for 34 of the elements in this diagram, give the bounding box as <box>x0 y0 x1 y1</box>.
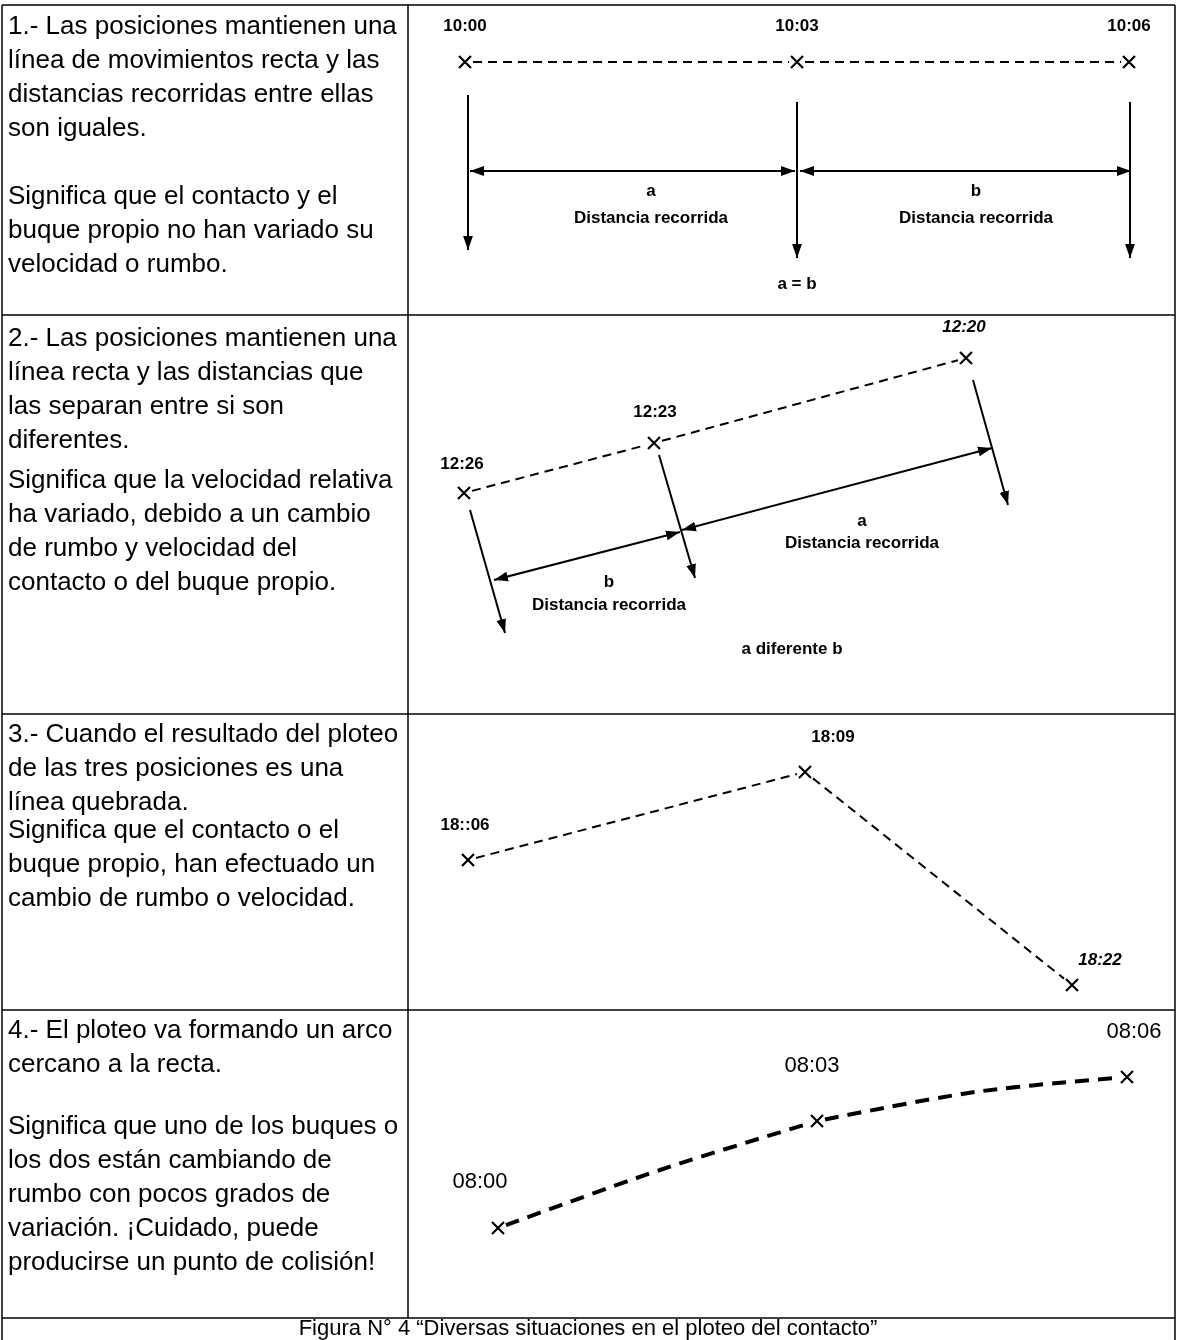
time-label: 08:06 <box>1106 1018 1162 1044</box>
dashed-track-line <box>475 773 798 859</box>
diagram-label: a <box>857 511 867 531</box>
diagram-label: Distancia recorrida <box>899 208 1053 228</box>
dashed-track-line <box>804 61 1122 63</box>
diagram-label: Distancia recorrida <box>532 595 686 615</box>
time-label: 12:23 <box>633 402 677 422</box>
time-label: 12:26 <box>440 454 484 474</box>
diagram-label: Distancia recorrida <box>574 208 728 228</box>
time-label: 08:03 <box>784 1052 840 1078</box>
diagram-label: b <box>603 572 615 592</box>
time-label: 10:00 <box>443 16 487 36</box>
time-label: 18:09 <box>811 727 855 747</box>
time-label: 18:22 <box>1078 950 1122 970</box>
time-label: 12:20 <box>942 317 986 337</box>
time-label: 18::06 <box>440 815 490 835</box>
dashed-track-line <box>661 359 959 442</box>
diagram-label: Distancia recorrida <box>785 533 939 553</box>
time-label: 10:06 <box>1107 16 1151 36</box>
time-label: 08:00 <box>452 1168 508 1194</box>
diagram-label: b <box>970 181 982 201</box>
description-text: 1.- Las posiciones mantienen una línea de movimientos recta y las distancias recorridas entre ellas son iguales. <box>8 9 398 144</box>
description-text: Significa que el contacto y el buque propio no han variado su velocidad o rumbo. <box>8 179 375 280</box>
diagram-label: a <box>646 181 656 201</box>
dashed-track-line <box>812 777 1065 980</box>
time-label: 10:03 <box>775 16 819 36</box>
figure-caption: Figura N° 4 “Diversas situaciones en el ploteo del contacto” <box>298 1316 878 1340</box>
diagram-label: a = b <box>777 274 817 294</box>
description-text: 2.- Las posiciones mantienen una línea recta y las distancias que las separan entre si son diferentes. <box>8 321 398 456</box>
dashed-track-line <box>472 61 790 63</box>
description-text: Significa que uno de los buques o los dos están cambiando de rumbo con pocos grados de variación. ¡Cuidado, puede producirse un punto de colisión! <box>8 1109 400 1278</box>
description-text: Significa que la velocidad relativa ha variado, debido a un cambio de rumbo y velocidad del contacto o del buque propio. <box>8 463 394 598</box>
description-text: 4.- El ploteo va formando un arco cercano a la recta. <box>8 1013 394 1080</box>
diagram-label: a diferente b <box>741 639 843 659</box>
